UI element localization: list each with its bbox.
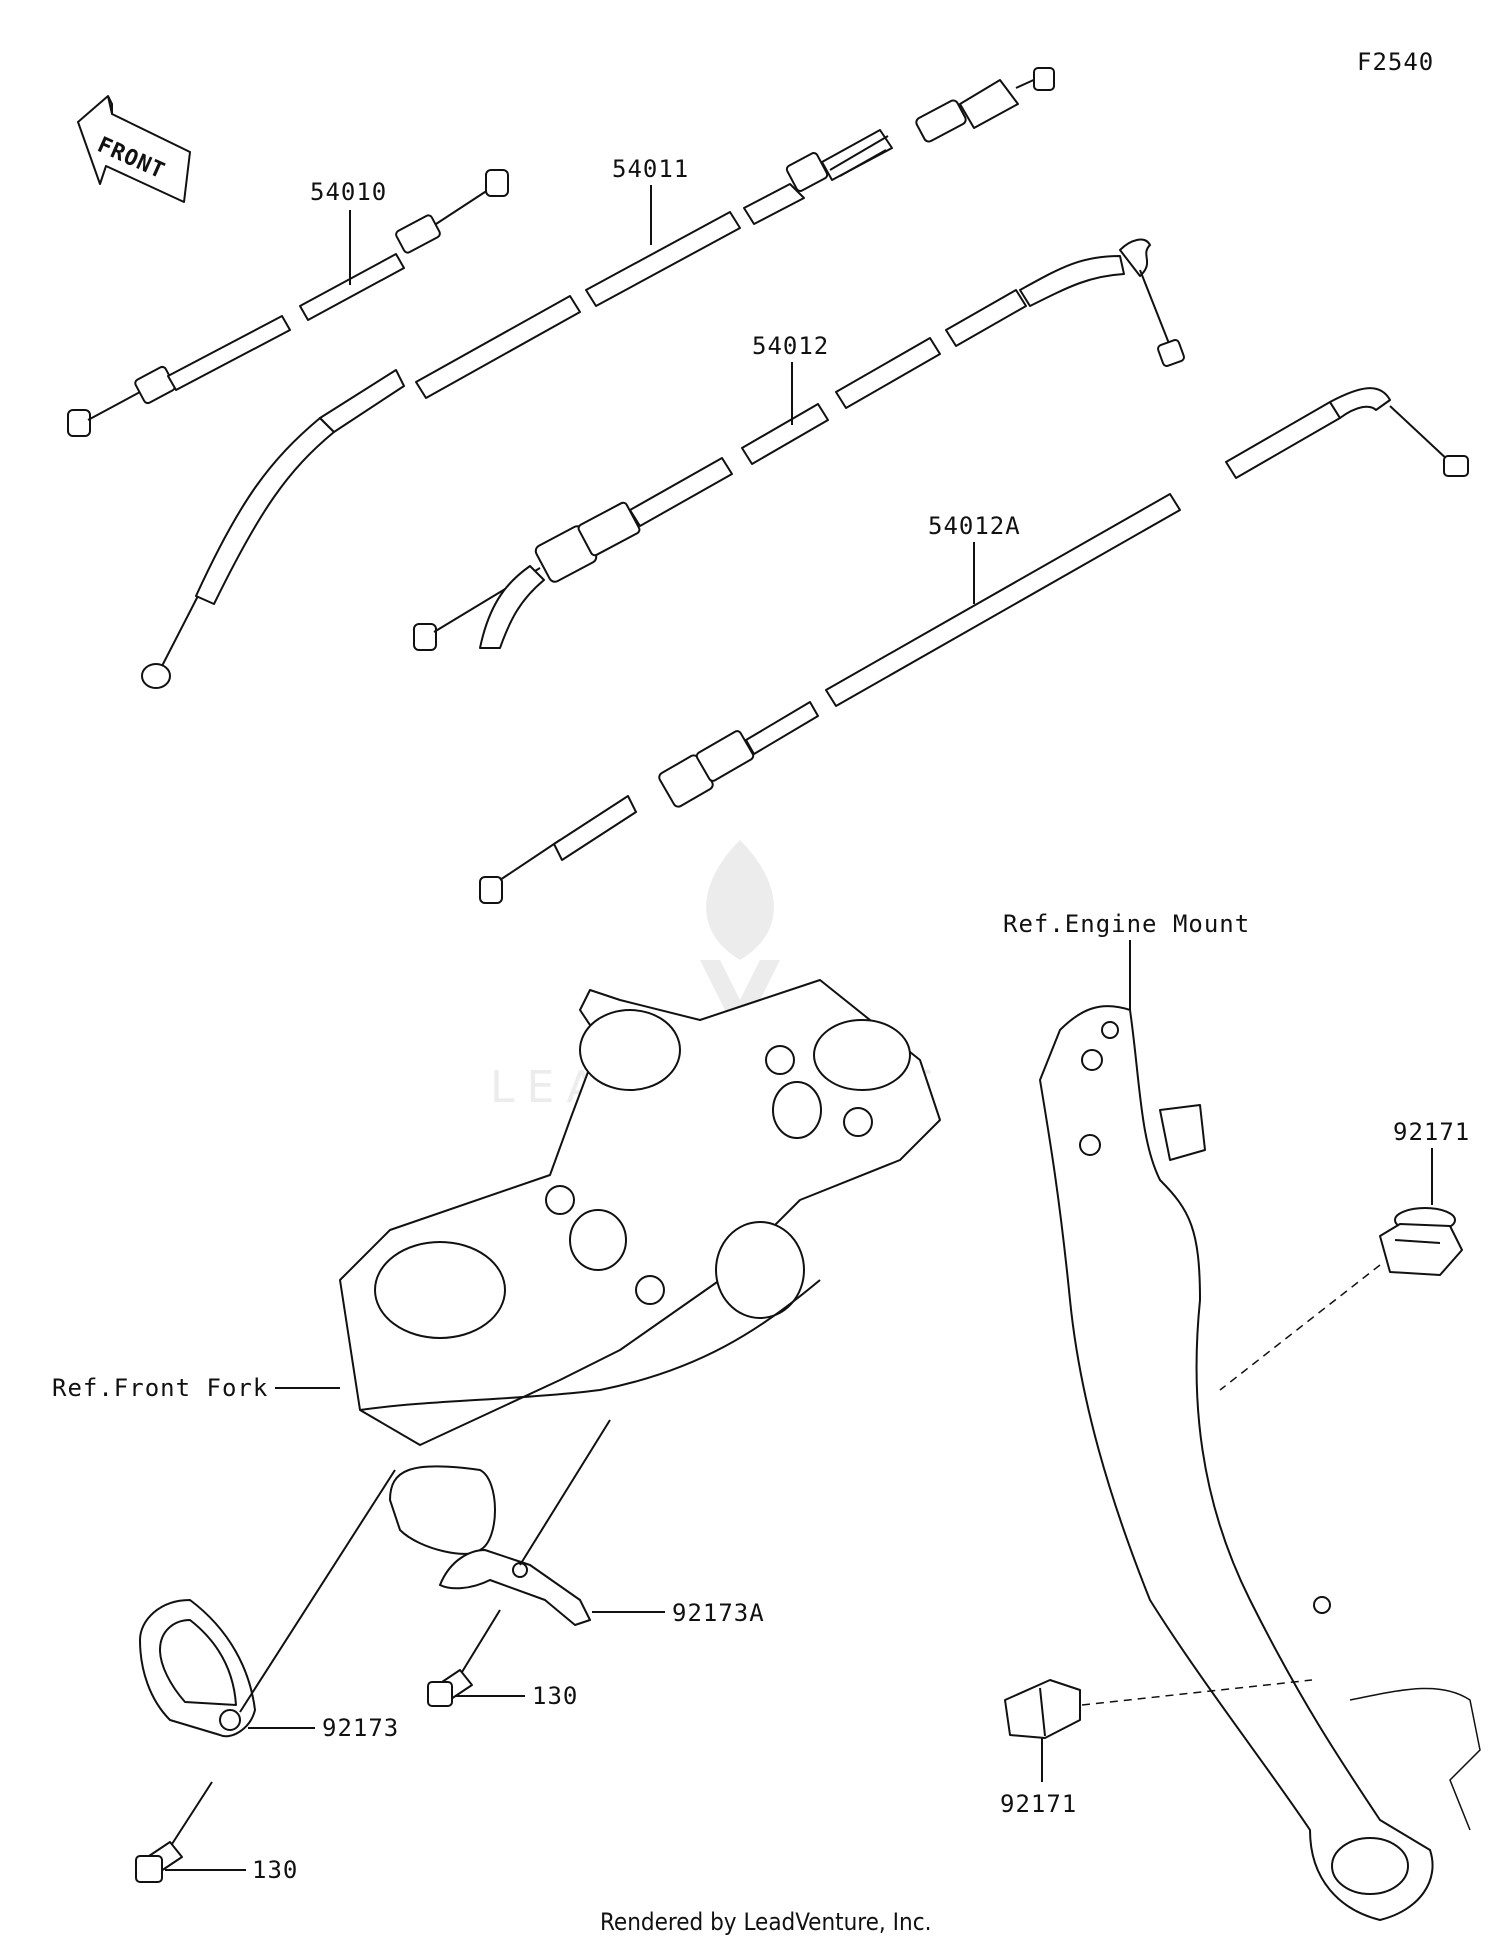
label-54012: 54012 [752,332,829,360]
label-130-mid: 130 [532,1682,578,1710]
connector-92173A [519,1419,611,1566]
label-92171-bottom: 92171 [1000,1790,1077,1818]
cable-54010 [67,169,509,437]
label-54010: 54010 [310,178,387,206]
bracket-92173 [139,1599,256,1738]
label-54011: 54011 [612,155,689,183]
connector-92171-bottom [1081,1679,1313,1706]
bolt-130-mid [427,1669,473,1707]
label-92173: 92173 [322,1714,399,1742]
label-130-bottom: 130 [252,1856,298,1884]
footer-credit: Rendered by LeadVenture, Inc. [600,1908,931,1936]
label-92173A: 92173A [672,1599,765,1627]
ref-engine-mount: Ref.Engine Mount [1003,910,1250,938]
clamp-92171-top [1379,1207,1463,1276]
connector-bolt-130-mid [461,1609,501,1673]
cable-54011 [141,67,1055,689]
engine-mount [1039,1005,1481,1921]
bracket-92173A [389,1465,591,1626]
clamp-92171-bottom [1004,1679,1081,1739]
diagram-code: F2540 [1357,48,1434,76]
front-arrow-icon: FRONT [77,95,191,203]
connector-92173 [239,1469,396,1713]
bolt-130-bottom [135,1841,183,1883]
connector-bolt-130-bottom [171,1781,213,1845]
steering-stem [339,979,941,1446]
label-54012A: 54012A [928,512,1021,540]
cable-54012 [413,238,1185,651]
connector-92171-top [1219,1264,1381,1391]
cable-54012A [479,387,1469,904]
ref-front-fork: Ref.Front Fork [52,1374,268,1402]
label-92171-top: 92171 [1393,1118,1470,1146]
